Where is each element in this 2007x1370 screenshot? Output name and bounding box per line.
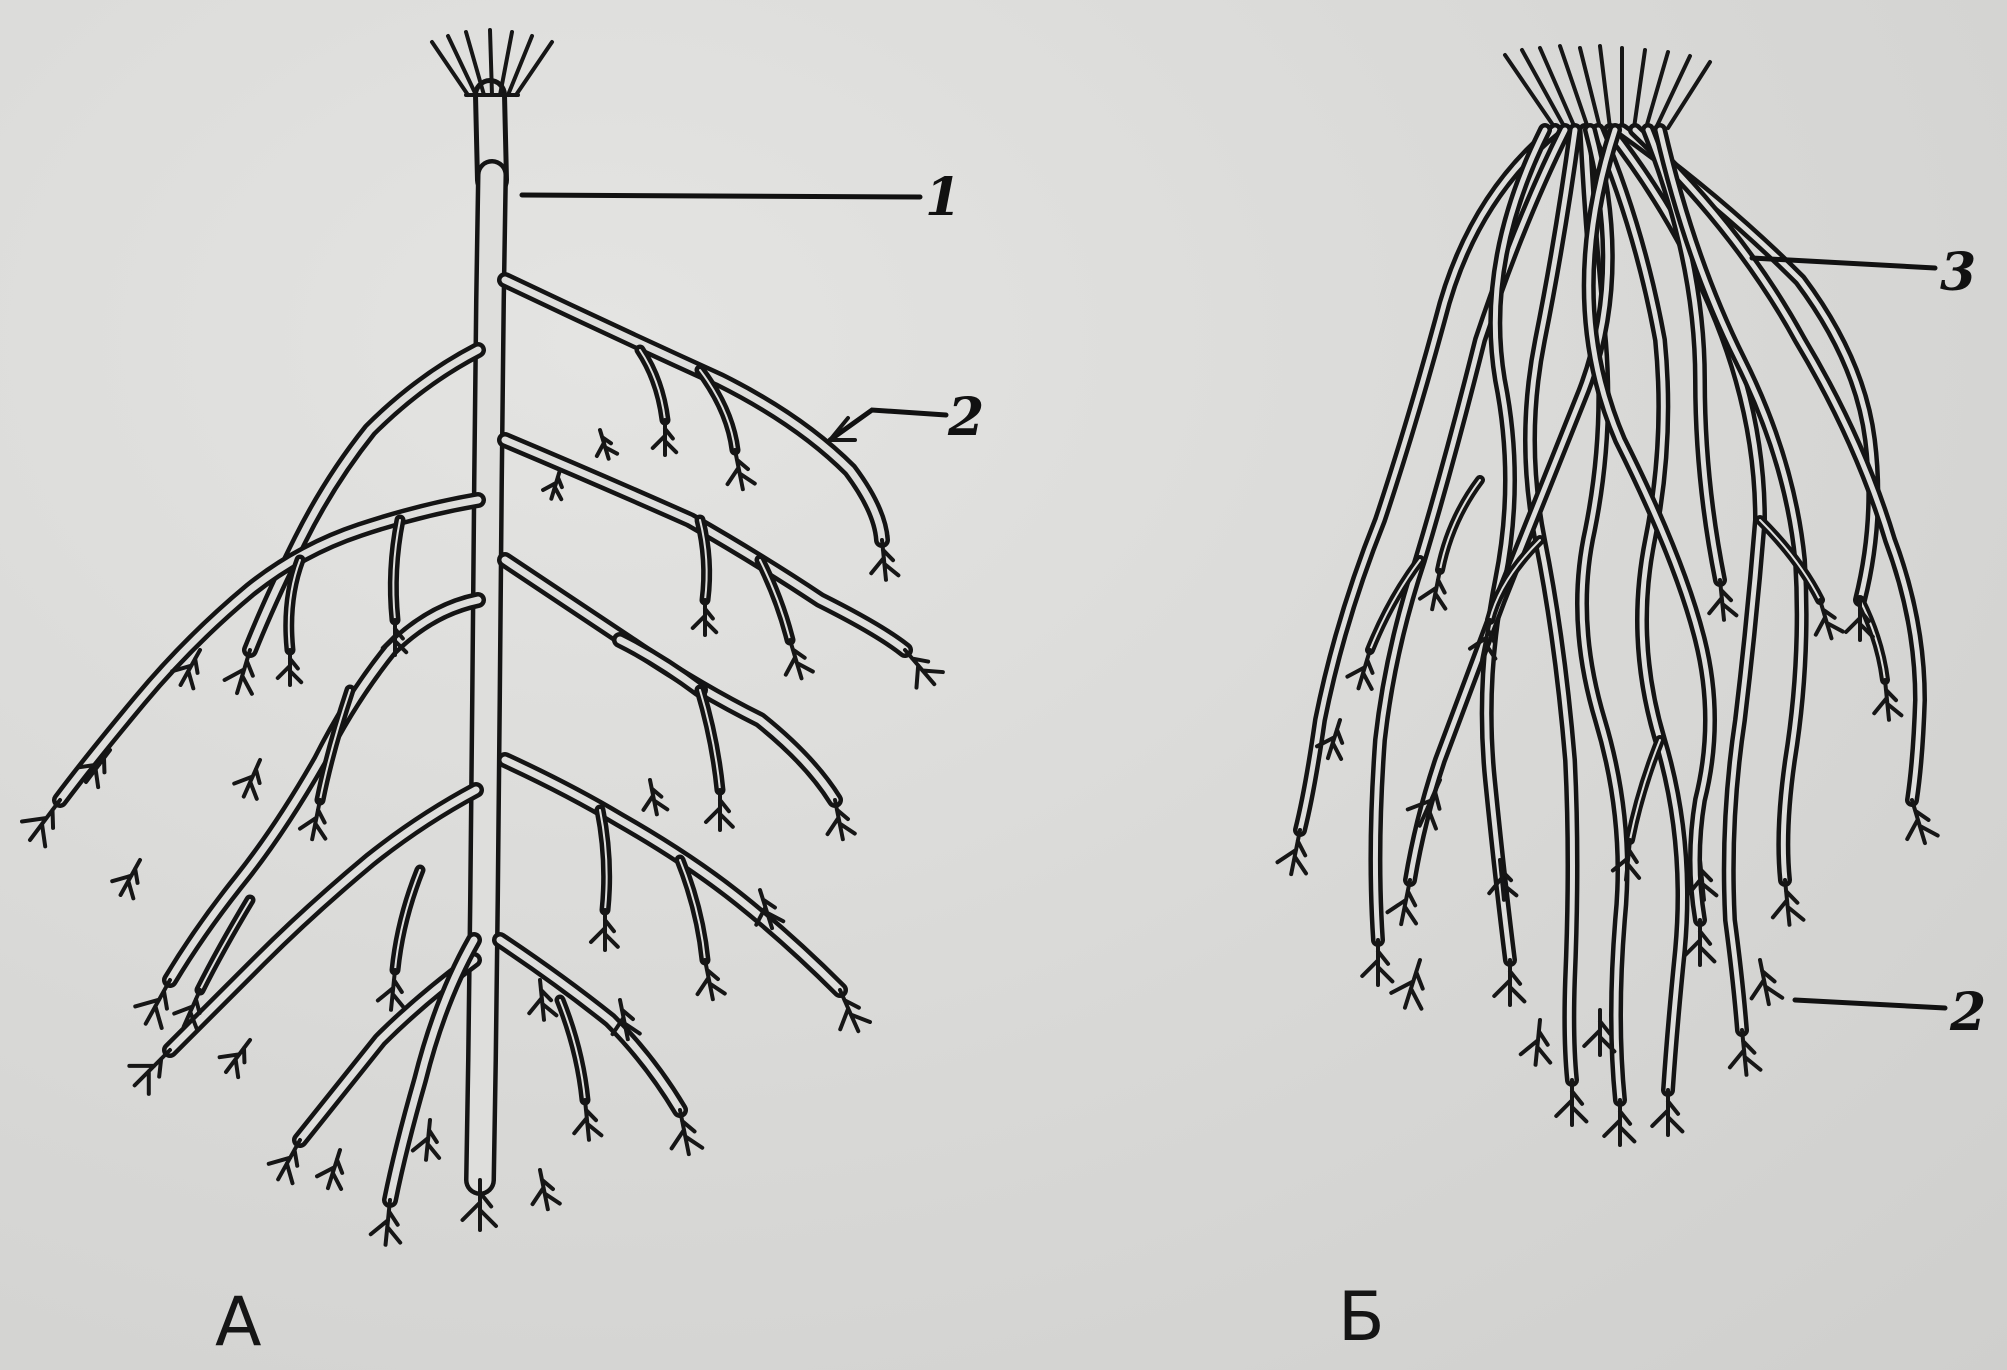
panel-b-leader-2 xyxy=(1795,1000,1945,1008)
panel-a-rootlet-34 xyxy=(220,1040,250,1077)
panel-a-leader-1 xyxy=(522,195,920,197)
panel-a-lateral-root-8-core xyxy=(60,500,478,800)
panel-a-rootlet-8 xyxy=(135,980,170,1028)
panel-a-rootlet-36 xyxy=(413,1120,439,1160)
panel-a-rootlet-4 xyxy=(840,990,870,1031)
panel-a-rootlet-23 xyxy=(174,990,200,1029)
panel-a-rootlet-6 xyxy=(225,650,253,694)
panel-b-label: Б xyxy=(1338,1278,1385,1357)
panel-a-label: А xyxy=(215,1283,262,1362)
panel-a-rootlet-9 xyxy=(129,1050,170,1094)
panel-a-rootlet-27 xyxy=(543,470,562,499)
panel-b-fibrous-root-system: 3 2 Б xyxy=(1277,46,1986,1357)
panel-a-rootlet-16 xyxy=(786,640,813,678)
callout-2-lateral-root-b: 2 xyxy=(1949,982,1986,1043)
panel-b-rootlet-3 xyxy=(1556,1080,1586,1125)
panel-a-rootlet-13 xyxy=(653,420,676,455)
panel-a-rootlet-30 xyxy=(234,760,260,799)
panel-a-secondary-root-13 xyxy=(395,870,420,970)
panel-a-lateral-root-6-core xyxy=(620,640,700,690)
panel-a-rootlet-31 xyxy=(112,860,140,898)
panel-b-rootlet-6 xyxy=(1730,1030,1761,1075)
panel-a-taproot-system: 1 2 А xyxy=(22,30,984,1362)
panel-a-rootlet-39 xyxy=(643,780,667,814)
panel-b-secondary-root-6 xyxy=(1630,740,1660,840)
panel-a-lateral-root-3-core xyxy=(505,560,835,800)
panel-a-rootlet-26 xyxy=(597,430,617,459)
panel-b-rootlet-10 xyxy=(1494,960,1524,1005)
panel-a-rootlet-18 xyxy=(591,910,618,950)
panel-b-rootlet-21 xyxy=(1391,960,1422,1009)
panel-b-stem-base xyxy=(1505,46,1710,128)
panel-a-rootlet-22 xyxy=(300,800,325,839)
panel-a-roots xyxy=(60,175,905,1200)
callout-1-taproot: 1 xyxy=(925,167,961,228)
panel-a-rootlet-10 xyxy=(269,1140,300,1183)
panel-a-rootlet-24 xyxy=(574,1100,601,1140)
callout-3-adventitious-root: 3 xyxy=(1940,242,1976,303)
panel-a-rootlet-7 xyxy=(22,800,60,846)
panel-b-rootlet-24 xyxy=(1752,960,1783,1004)
panel-a-lateral-root-4 xyxy=(505,760,840,990)
panel-a-stem-base xyxy=(432,30,552,180)
panel-a-rootlet-19 xyxy=(698,960,725,999)
panel-b-rootlet-2 xyxy=(1362,940,1392,985)
panel-b-rootlet-22 xyxy=(1521,1020,1550,1065)
panel-b-adventitious-roots xyxy=(1300,130,1920,1100)
panel-a-rootlet-11 xyxy=(371,1200,400,1245)
panel-a-rootlet-25 xyxy=(378,970,404,1010)
panel-a-rootlet-2 xyxy=(905,650,943,688)
panel-a-lateral-root-12 xyxy=(390,940,474,1200)
panel-a-lateral-root-8 xyxy=(60,500,478,800)
callout-2-lateral-root: 2 xyxy=(947,387,984,448)
panel-b-rootlet-12 xyxy=(1773,880,1804,925)
panel-b-rootlet-14 xyxy=(1347,650,1372,689)
panel-b-rootlet-17 xyxy=(1874,680,1901,720)
panel-a-lateral-root-4-core xyxy=(505,760,840,990)
panel-b-rootlet-5 xyxy=(1652,1090,1682,1135)
panel-b-rootlet-15 xyxy=(1420,570,1445,609)
panel-a-secondary-root-12 xyxy=(560,1000,585,1100)
panel-a-taproot-core xyxy=(480,175,492,1180)
panel-b-rootlet-13 xyxy=(1684,920,1714,965)
panel-b-rootlet-16 xyxy=(1816,600,1843,638)
panel-b-rootlet-4 xyxy=(1604,1100,1634,1145)
panel-a-rootlet-37 xyxy=(533,1170,560,1209)
panel-a-rootlet-35 xyxy=(317,1150,342,1189)
panel-a-lateral-root-5 xyxy=(500,940,680,1110)
panel-a-leader-2 xyxy=(830,410,946,440)
panel-a-rootlet-17 xyxy=(706,790,733,830)
panel-a-rootlet-21 xyxy=(278,650,301,685)
panel-b-rootlet-7 xyxy=(1846,600,1873,640)
panel-a-rootlet-14 xyxy=(728,450,755,489)
panel-a-rootlet-15 xyxy=(693,600,716,635)
